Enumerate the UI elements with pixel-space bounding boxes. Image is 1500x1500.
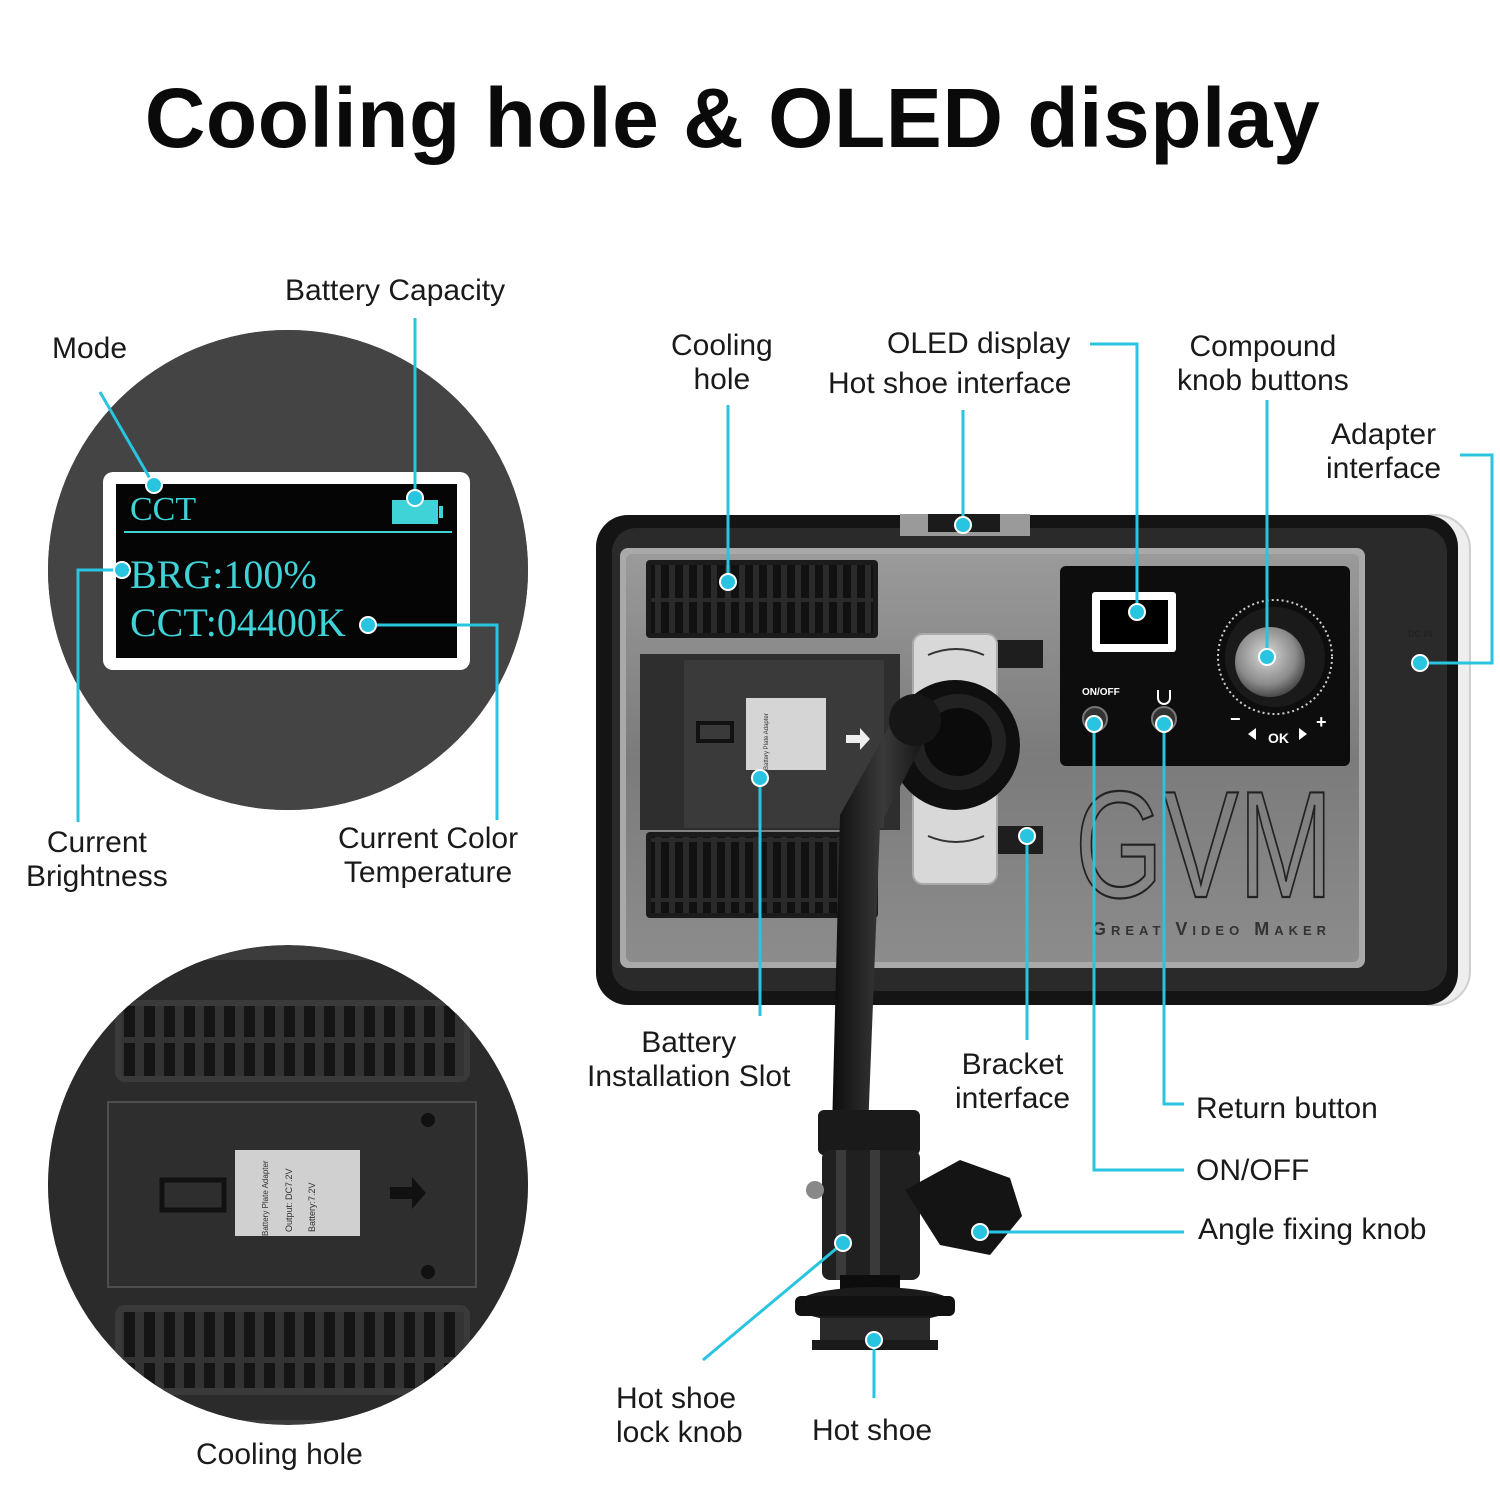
label-on-off: ON/OFF bbox=[1196, 1154, 1310, 1187]
label-current-color-temperature: Current Color Temperature bbox=[338, 822, 519, 889]
return-icon bbox=[1157, 690, 1171, 705]
adapter-output-small: Output: DC7.2V bbox=[284, 1168, 294, 1232]
label-return-button: Return button bbox=[1196, 1092, 1378, 1125]
brand-logo: GVM bbox=[1075, 760, 1333, 930]
oled-brightness-text: BRG:100% bbox=[130, 552, 317, 597]
label-hot-shoe-lock-knob: Hot shoe lock knob bbox=[616, 1382, 743, 1449]
label-mode: Mode bbox=[52, 332, 128, 365]
label-current-brightness: Current Brightness bbox=[26, 826, 168, 893]
label-battery-capacity: Battery Capacity bbox=[285, 274, 506, 307]
label-oled-display: OLED display bbox=[887, 327, 1071, 360]
label-adapter-interface: Adapter interface bbox=[1326, 418, 1442, 485]
chevron-left-icon bbox=[1248, 728, 1256, 740]
callout-dots bbox=[113, 476, 1429, 1349]
label-hot-shoe: Hot shoe bbox=[812, 1414, 933, 1447]
label-bracket-interface: Bracket interface bbox=[955, 1048, 1071, 1115]
adapter-label-panel: Battery Plate Adapter bbox=[764, 713, 770, 770]
knob-minus: − bbox=[1230, 709, 1241, 729]
adapter-label-small: Battery Plate Adapter bbox=[261, 1160, 270, 1236]
oled-mode-text: CCT bbox=[130, 491, 196, 528]
on-off-key-label: ON/OFF bbox=[1082, 687, 1120, 698]
label-cooling-hole-top: Cooling hole bbox=[671, 329, 773, 396]
label-cooling-hole-bottom: Cooling hole bbox=[196, 1438, 363, 1471]
label-angle-fixing-knob: Angle fixing knob bbox=[1198, 1213, 1427, 1246]
label-hot-shoe-interface: Hot shoe interface bbox=[828, 367, 1072, 400]
chevron-right-icon bbox=[1299, 728, 1307, 740]
label-compound-knob-buttons: Compound knob buttons bbox=[1177, 330, 1349, 397]
adapter-battery-small: Battery:7.2V bbox=[307, 1182, 317, 1232]
angle-fixing-knob[interactable] bbox=[905, 1160, 1022, 1255]
arrow-right-icon bbox=[390, 1177, 426, 1209]
dc-in-label: DC IN bbox=[1408, 629, 1433, 639]
page-title: Cooling hole & OLED display bbox=[144, 71, 1321, 165]
brand-tagline: Great Video Maker bbox=[1092, 919, 1331, 939]
callout-lines bbox=[76, 318, 1494, 1398]
ok-label: OK bbox=[1268, 730, 1289, 746]
label-battery-installation-slot: Battery Installation Slot bbox=[587, 1026, 791, 1093]
knob-plus: + bbox=[1316, 712, 1327, 732]
oled-cct-text: CCT:04400K bbox=[130, 600, 346, 645]
bracket-assembly bbox=[795, 633, 1022, 1350]
cooling-magnifier: Battery Plate Adapter Output: DC7.2V Bat… bbox=[48, 945, 528, 1425]
